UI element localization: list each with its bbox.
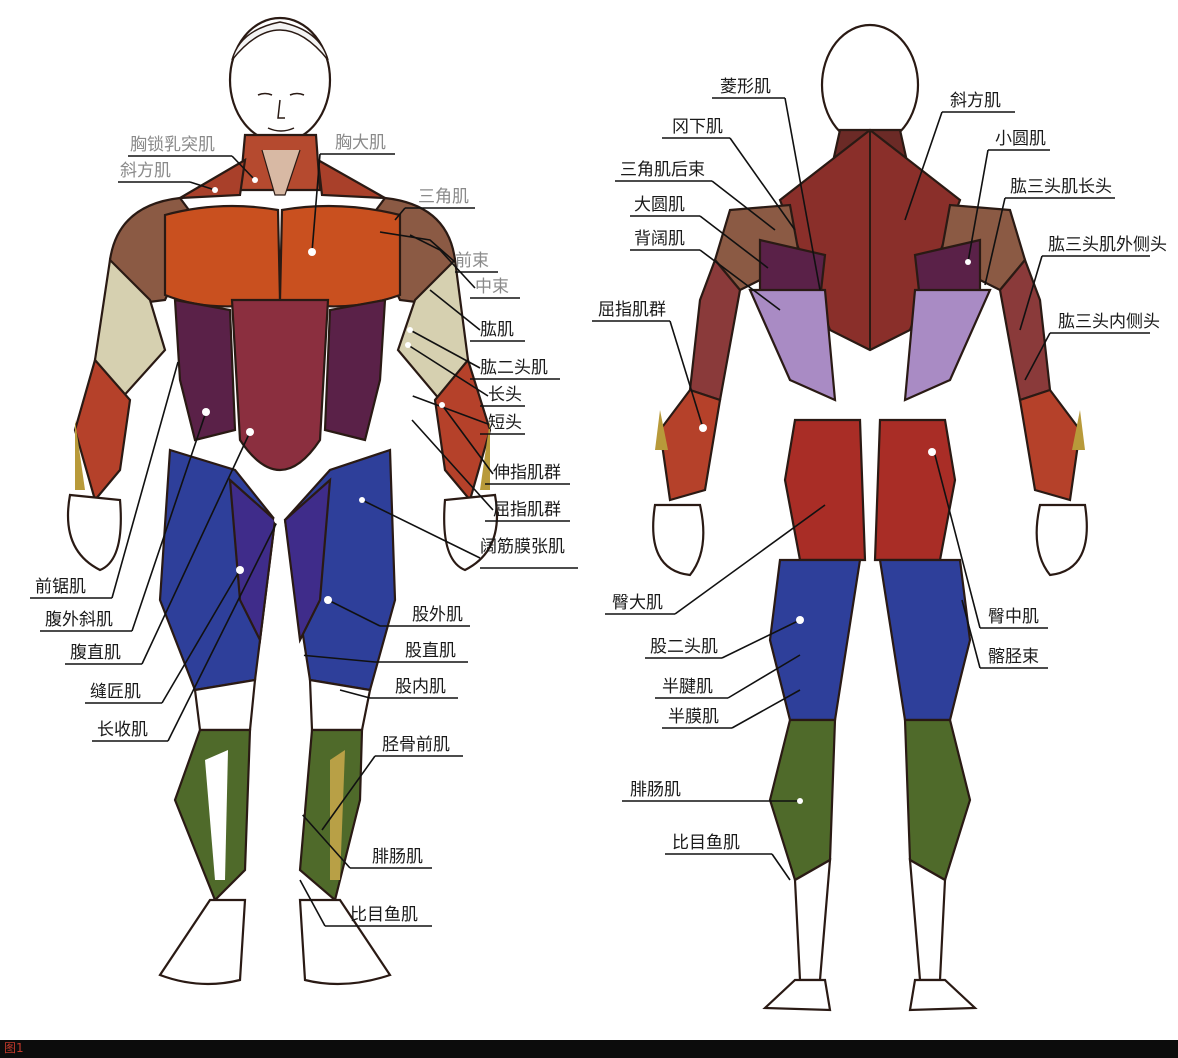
svg-text:大圆肌: 大圆肌 — [634, 195, 685, 215]
svg-text:伸指肌群: 伸指肌群 — [493, 463, 561, 483]
svg-text:胫骨前肌: 胫骨前肌 — [382, 735, 450, 755]
svg-text:短头: 短头 — [488, 413, 522, 433]
svg-text:冈下肌: 冈下肌 — [672, 117, 723, 137]
svg-text:肱二头肌: 肱二头肌 — [480, 358, 548, 378]
svg-text:臀大肌: 臀大肌 — [612, 593, 663, 613]
svg-text:股外肌: 股外肌 — [412, 605, 463, 625]
svg-text:臀中肌: 臀中肌 — [988, 607, 1039, 627]
svg-text:股内肌: 股内肌 — [395, 677, 446, 697]
svg-text:中束: 中束 — [475, 277, 509, 297]
svg-text:屈指肌群: 屈指肌群 — [598, 300, 666, 320]
back-head — [822, 25, 918, 145]
svg-text:三角肌: 三角肌 — [418, 187, 469, 207]
svg-text:阔筋膜张肌: 阔筋膜张肌 — [480, 537, 565, 557]
svg-text:缝匠肌: 缝匠肌 — [90, 682, 141, 702]
svg-text:屈指肌群: 屈指肌群 — [493, 500, 561, 520]
svg-text:腹外斜肌: 腹外斜肌 — [45, 610, 113, 630]
figure-caption: 图1 — [4, 1041, 24, 1055]
svg-text:髂胫束: 髂胫束 — [988, 647, 1039, 667]
svg-text:腓肠肌: 腓肠肌 — [372, 847, 423, 867]
svg-text:三角肌后束: 三角肌后束 — [620, 160, 705, 180]
svg-text:比目鱼肌: 比目鱼肌 — [672, 833, 740, 853]
svg-text:肱三头肌长头: 肱三头肌长头 — [1010, 177, 1112, 197]
svg-text:背阔肌: 背阔肌 — [634, 229, 685, 249]
svg-text:菱形肌: 菱形肌 — [720, 77, 771, 97]
svg-text:半腱肌: 半腱肌 — [662, 677, 713, 697]
caption-bar — [0, 1040, 1178, 1058]
svg-text:股直肌: 股直肌 — [405, 641, 456, 661]
svg-text:股二头肌: 股二头肌 — [650, 637, 718, 657]
svg-text:腓肠肌: 腓肠肌 — [630, 780, 681, 800]
svg-text:胸锁乳突肌: 胸锁乳突肌 — [130, 135, 215, 155]
svg-text:长收肌: 长收肌 — [97, 720, 148, 740]
svg-text:斜方肌: 斜方肌 — [950, 91, 1001, 111]
svg-text:腹直肌: 腹直肌 — [70, 643, 121, 663]
svg-text:前锯肌: 前锯肌 — [35, 577, 86, 597]
svg-text:肱三头内侧头: 肱三头内侧头 — [1058, 312, 1160, 332]
svg-text:前束: 前束 — [455, 251, 489, 271]
svg-text:长头: 长头 — [488, 385, 522, 405]
front-head — [230, 18, 330, 142]
svg-text:肱三头肌外侧头: 肱三头肌外侧头 — [1048, 235, 1167, 255]
svg-text:小圆肌: 小圆肌 — [995, 129, 1046, 149]
svg-text:斜方肌: 斜方肌 — [120, 161, 171, 181]
back-view-body — [653, 25, 1087, 1010]
back-label-soleus: 比目鱼肌 — [665, 833, 790, 880]
svg-text:半膜肌: 半膜肌 — [668, 707, 719, 727]
svg-text:比目鱼肌: 比目鱼肌 — [350, 905, 418, 925]
svg-text:胸大肌: 胸大肌 — [335, 133, 386, 153]
svg-text:肱肌: 肱肌 — [480, 320, 514, 340]
